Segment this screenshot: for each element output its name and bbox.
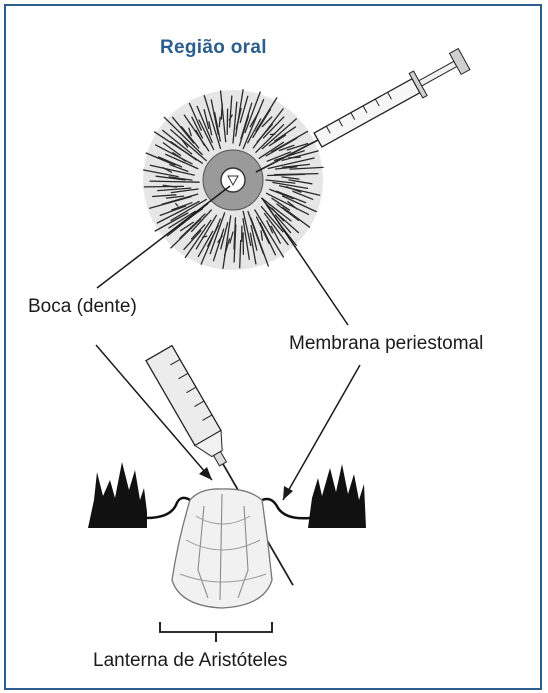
urchin-spine [219, 117, 220, 126]
membrane-left [146, 498, 190, 518]
mouth-opening [221, 168, 245, 192]
label-membrana-periestomal: Membrana periestomal [289, 333, 483, 355]
boca-arrowhead [199, 467, 212, 480]
membrana-arrowhead [283, 486, 293, 500]
label-lanterna-de-aristoteles: Lanterna de Aristóteles [93, 650, 287, 672]
diagram-title: Região oral [160, 37, 267, 59]
membrana-bottom-arrow [283, 365, 360, 500]
aristotle-lantern-illustration [88, 462, 366, 608]
urchin-spine [144, 186, 183, 187]
label-boca-dente: Boca (dente) [28, 296, 137, 318]
spines-right [308, 464, 366, 528]
urchin-spine [289, 157, 300, 158]
lantern-bracket [160, 622, 272, 642]
spines-left [88, 462, 147, 528]
sea-urchin-illustration [143, 90, 323, 270]
membrane-right [262, 499, 310, 518]
